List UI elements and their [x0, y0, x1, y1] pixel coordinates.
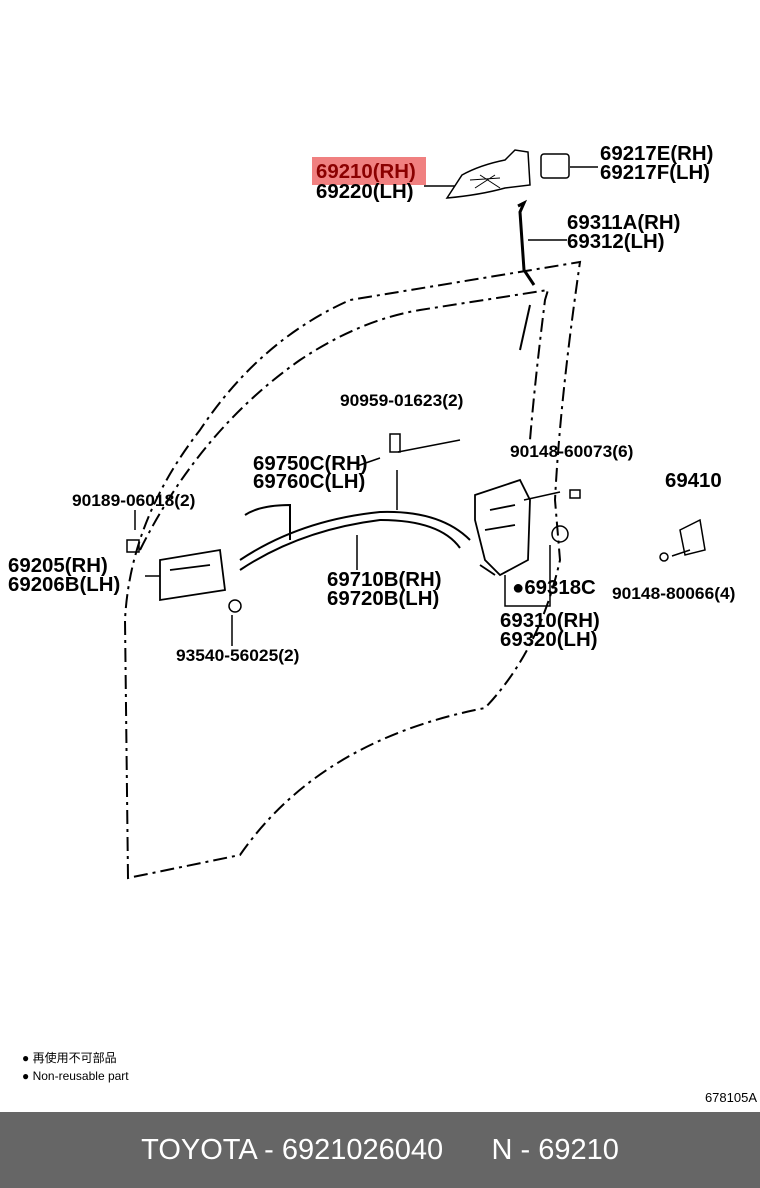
part-label-69206b[interactable]: 69206B(LH)	[8, 574, 121, 596]
part-label-69205[interactable]: 69205(RH)	[8, 555, 108, 577]
diagram-code: 678105A	[704, 1090, 757, 1105]
part-label-69220[interactable]: 69220(LH)	[316, 181, 414, 203]
part-label-90148-60073[interactable]: 90148-60073(6)	[510, 442, 634, 461]
part-label-69760c[interactable]: 69760C(LH)	[253, 471, 366, 493]
part-label-69217f[interactable]: 69217F(LH)	[600, 162, 710, 184]
part-label-90148-80066[interactable]: 90148-80066(4)	[612, 584, 736, 603]
part-label-69210-highlighted[interactable]: 69210(RH)	[316, 161, 416, 183]
inside-handle-drawing	[159, 548, 227, 602]
striker-drawing	[679, 518, 706, 556]
part-label-69720b[interactable]: 69720B(LH)	[327, 588, 440, 610]
part-label-90189[interactable]: 90189-06018(2)	[72, 491, 196, 510]
footer-spacer	[443, 1134, 491, 1167]
window-frame	[139, 288, 550, 551]
part-label-69320[interactable]: 69320(LH)	[500, 629, 598, 651]
part-label-69318c[interactable]: ●69318C	[512, 577, 596, 599]
part-label-69750c[interactable]: 69750C(RH)	[253, 453, 368, 475]
part-label-93540[interactable]: 93540-56025(2)	[176, 646, 300, 665]
part-label-69217e[interactable]: 69217E(RH)	[600, 143, 714, 165]
outside-handle-drawing	[445, 149, 570, 199]
lock-rod	[517, 199, 536, 286]
door-outline	[123, 260, 582, 880]
part-label-69311a[interactable]: 69311A(RH)	[567, 212, 681, 234]
part-label-69310[interactable]: 69310(RH)	[500, 610, 600, 632]
part-label-90959[interactable]: 90959-01623(2)	[340, 391, 464, 410]
legend-japanese: ● 再使用不可部品	[22, 1051, 117, 1065]
cables	[239, 503, 471, 571]
part-label-69710b[interactable]: 69710B(RH)	[327, 569, 442, 591]
part-label-69410[interactable]: 69410	[665, 470, 722, 492]
footer-bar: TOYOTA - 6921026040 N - 69210	[0, 1112, 760, 1188]
footer-part-number: TOYOTA - 6921026040	[141, 1133, 444, 1166]
part-label-69312[interactable]: 69312(LH)	[567, 231, 665, 253]
door-lock-drawing	[474, 478, 531, 577]
footer-reference: N - 69210	[491, 1133, 619, 1166]
highlight-box	[312, 157, 426, 185]
door-lock-diagram	[123, 149, 706, 880]
legend-english: ● Non-reusable part	[22, 1069, 129, 1083]
